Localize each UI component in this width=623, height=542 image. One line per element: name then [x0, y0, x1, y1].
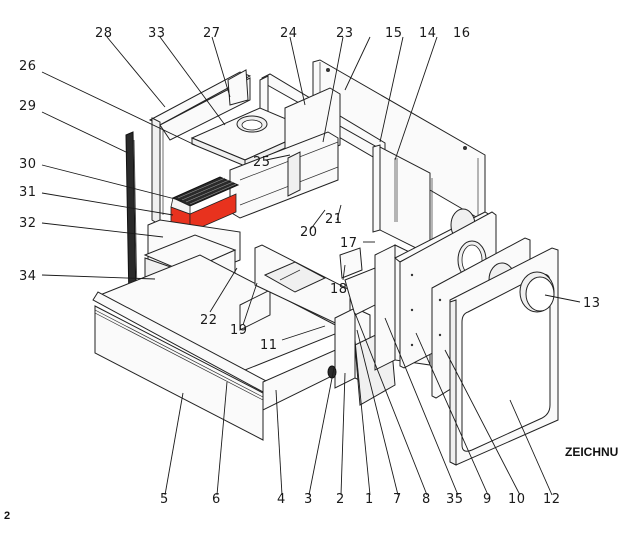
callout-14: 14	[419, 26, 437, 41]
part-door	[449, 247, 559, 466]
callout-33: 33	[148, 26, 166, 41]
part-front-panel	[92, 291, 341, 441]
drawing-label: ZEICHNU	[565, 445, 619, 459]
callout-20: 20	[300, 225, 318, 240]
callout-34: 34	[19, 269, 37, 284]
sheet-number: 2	[4, 510, 11, 522]
callout-labels: 28 33 27 24 23 15 14 16 26 29 30 31 32 3…	[19, 26, 601, 507]
callout-18: 18	[330, 282, 348, 297]
callout-28: 28	[95, 26, 113, 41]
callout-15: 15	[385, 26, 403, 41]
callout-2: 2	[336, 492, 345, 507]
callout-8: 8	[422, 492, 431, 507]
callout-22: 22	[200, 313, 218, 328]
callout-19: 19	[230, 323, 248, 338]
part-side-uprights	[372, 144, 433, 258]
callout-11: 11	[260, 338, 278, 353]
part-left-rail	[125, 131, 138, 303]
part-base-tray	[98, 244, 351, 371]
callout-27: 27	[203, 26, 221, 41]
callout-24: 24	[280, 26, 298, 41]
leader-lines	[41, 36, 581, 496]
callout-21: 21	[325, 212, 343, 227]
callout-9: 9	[483, 492, 492, 507]
callout-10: 10	[508, 492, 526, 507]
callout-23: 23	[336, 26, 354, 41]
callout-16: 16	[453, 26, 471, 41]
callout-3: 3	[304, 492, 313, 507]
callout-31: 31	[19, 185, 37, 200]
callout-26: 26	[19, 59, 37, 74]
callout-35: 35	[446, 492, 464, 507]
callout-7: 7	[393, 492, 402, 507]
callout-6: 6	[212, 492, 221, 507]
callout-17: 17	[340, 236, 358, 251]
callout-5: 5	[160, 492, 169, 507]
callout-1: 1	[365, 492, 374, 507]
callout-30: 30	[19, 157, 37, 172]
callout-32: 32	[19, 216, 37, 231]
callout-25: 25	[253, 155, 271, 170]
callout-4: 4	[277, 492, 286, 507]
callout-29: 29	[19, 99, 37, 114]
callout-13: 13	[583, 296, 601, 311]
callout-12: 12	[543, 492, 561, 507]
